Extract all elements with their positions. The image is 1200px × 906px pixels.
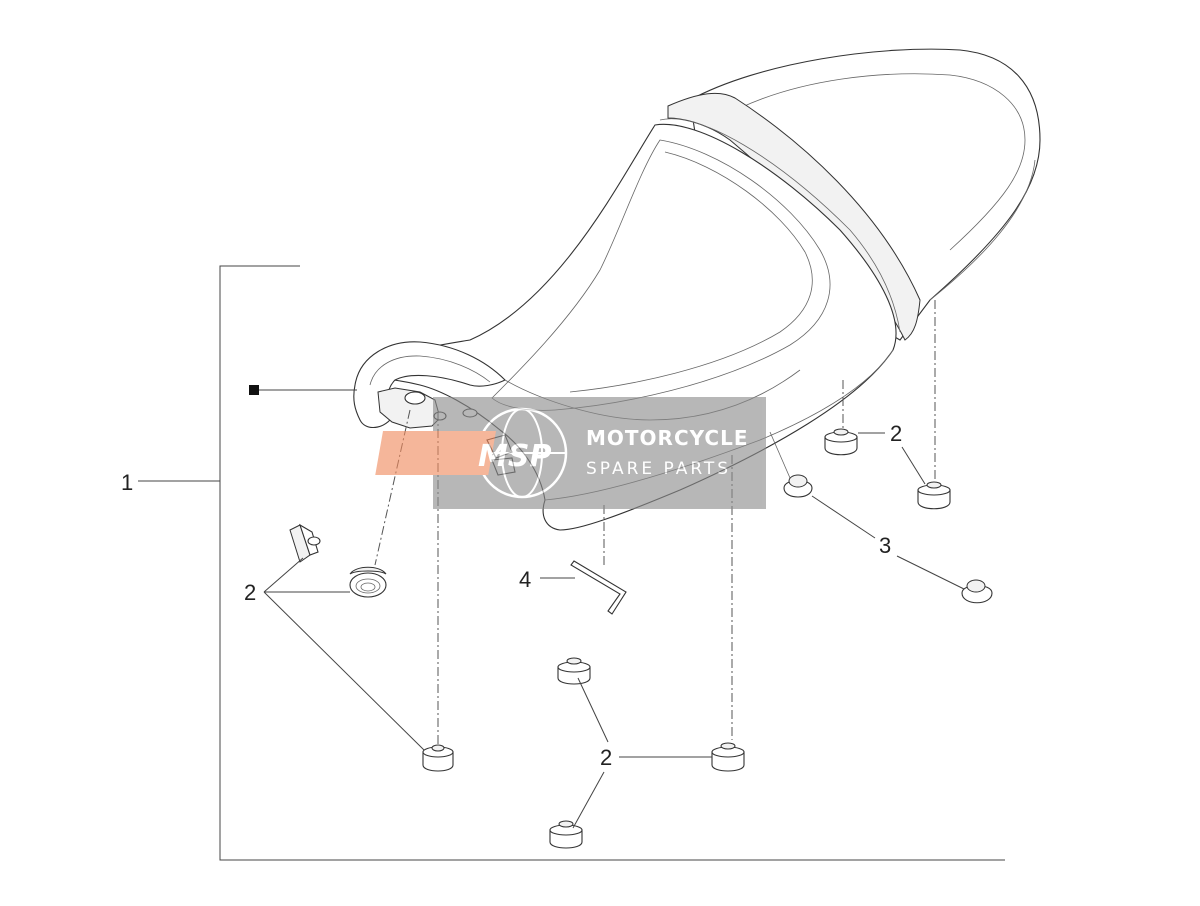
- bumper-upper: [783, 474, 813, 498]
- watermark-subtitle: SPARE PARTS: [586, 459, 731, 479]
- assembly-bracket: [138, 265, 1005, 861]
- allen-key: [570, 560, 627, 615]
- watermark-badge-text: MSP: [478, 439, 551, 474]
- rubber-mount-right-top: [824, 428, 858, 456]
- bumper-lower: [961, 579, 993, 604]
- callout-2-bottom: 2: [600, 745, 612, 770]
- callout-1: 1: [121, 470, 133, 495]
- watermark: MSP MOTORCYCLE SPARE PARTS: [375, 397, 766, 509]
- watermark-title: MOTORCYCLE: [586, 426, 748, 450]
- hook-clip: [289, 523, 321, 563]
- rubber-mount-center-right: [711, 742, 745, 772]
- callout-4: 4: [519, 567, 531, 592]
- standalone-item-marker: [249, 385, 357, 395]
- spring-grommet: [349, 566, 387, 598]
- leader-lines: [263, 432, 965, 829]
- callout-2-left: 2: [244, 580, 256, 605]
- callout-2-right: 2: [890, 421, 902, 446]
- rubber-mount-left-bottom: [422, 744, 454, 772]
- rubber-mount-right-bottom: [917, 481, 951, 510]
- rubber-mount-center-top: [557, 657, 591, 685]
- callout-3: 3: [879, 533, 891, 558]
- watermark-badge: [375, 431, 497, 475]
- rubber-mount-center-bottom: [549, 820, 583, 849]
